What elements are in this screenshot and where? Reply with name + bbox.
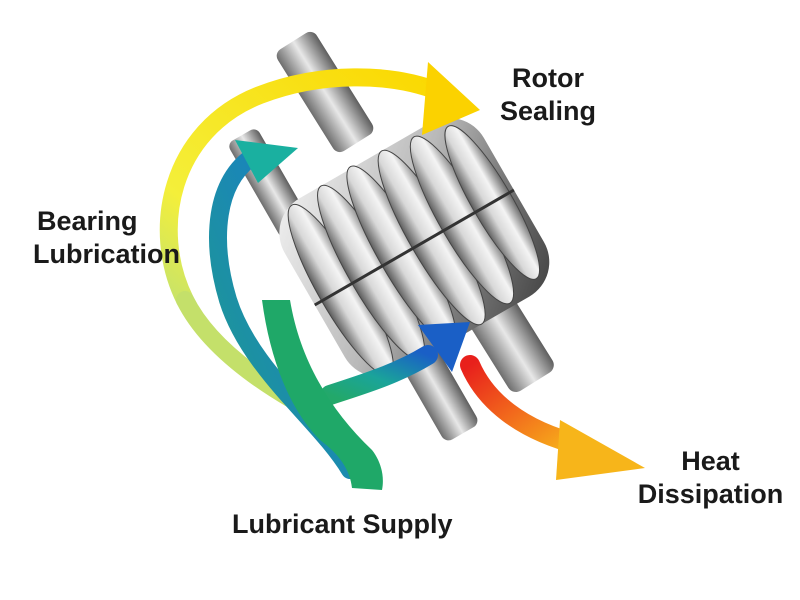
rotor-sealing-line-1: Rotor [512, 63, 584, 93]
bearing-lubrication-label: Bearing Lubrication [33, 205, 180, 271]
rotor-mesh-line [313, 188, 515, 307]
bearing-lubrication-line-2: Lubrication [33, 239, 180, 269]
lubricant-supply-label: Lubricant Supply [232, 509, 453, 539]
heat-dissipation-label: Heat Dissipation [628, 445, 793, 511]
rotor-sealing-line-2: Sealing [500, 96, 597, 126]
rotor-sealing-label: Rotor Sealing [500, 62, 596, 128]
heat-dissipation-line-1: Heat [681, 446, 740, 476]
screw-rotors [279, 118, 550, 377]
upper-shaft [276, 31, 374, 153]
rotor-supply-arrow [320, 322, 470, 405]
heat-dissipation-line-2: Dissipation [637, 479, 784, 509]
heat-dissipation-arrow [460, 355, 645, 480]
bearing-lubrication-line-1: Bearing [37, 206, 138, 236]
lubricant-supply-arrow [262, 300, 383, 490]
